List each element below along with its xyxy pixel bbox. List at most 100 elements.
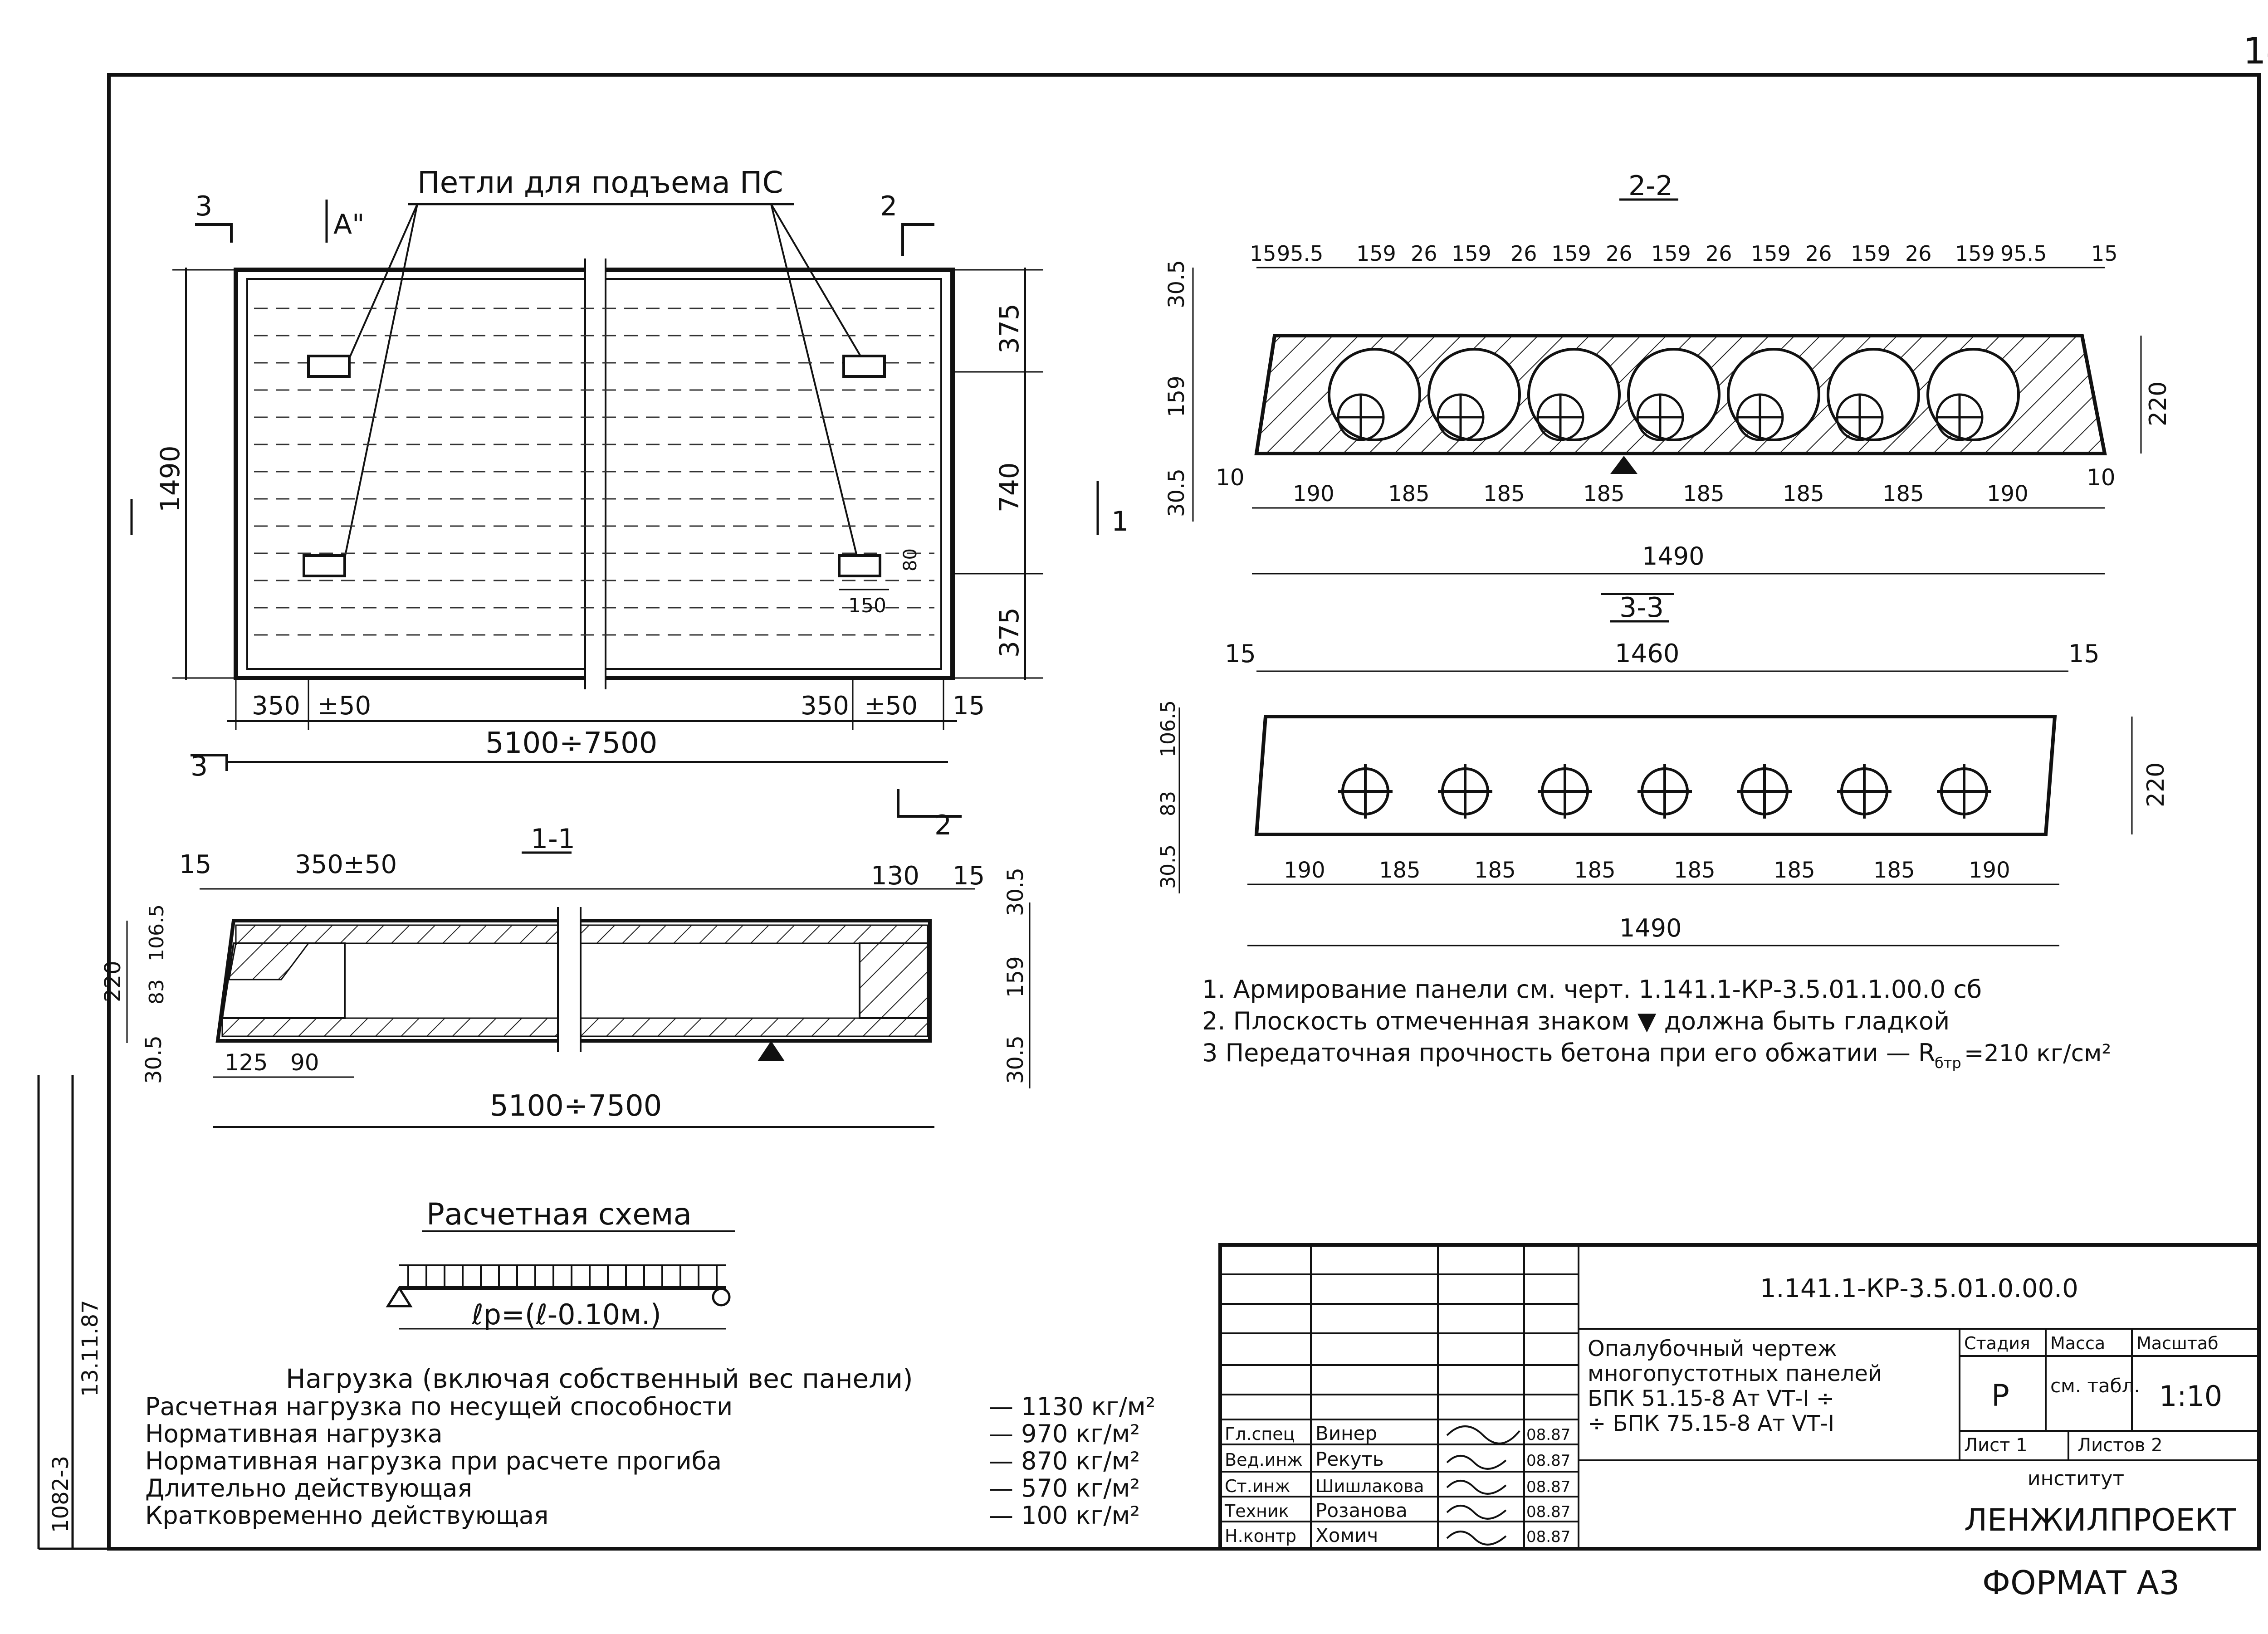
section-3-3: 3-3 15 1460 15 106.5 83 30.5 220 190 185… bbox=[1157, 592, 2170, 946]
s22-bottom-dim: 190 bbox=[1987, 481, 2028, 507]
s22-top-dim: 95.5 bbox=[2000, 241, 2047, 266]
sheet-frame bbox=[107, 73, 2261, 1551]
section-3-3-title: 3-3 bbox=[1619, 592, 1664, 624]
s22-top-dim: 159 bbox=[1452, 241, 1491, 266]
s33-bottom-dim: 185 bbox=[1574, 858, 1616, 883]
title-block: Гл.спец Винер 08.87 Вед.инж Рекуть 08.87… bbox=[1218, 1243, 2261, 1551]
s22-top-dim: 26 bbox=[1510, 241, 1537, 266]
s22-top-dim: 159 bbox=[1751, 241, 1791, 266]
s11-dim-90: 90 bbox=[290, 1049, 319, 1076]
stage-label: Стадия bbox=[1964, 1333, 2030, 1353]
format-label: ФОРМАТ А3 bbox=[1982, 1564, 2180, 1602]
view-arrow-a: А" bbox=[333, 209, 365, 240]
s22-left-dim-top: 30.5 bbox=[1164, 260, 1189, 308]
s33-bottom-dim: 185 bbox=[1474, 858, 1516, 883]
section-mark-1-right: 1 bbox=[1111, 506, 1129, 537]
signer-role: Ст.инж bbox=[1225, 1476, 1290, 1496]
lifting-loop bbox=[842, 355, 886, 378]
s11-dim-length: 5100÷7500 bbox=[490, 1089, 662, 1123]
s22-top-dim: 159 bbox=[1551, 241, 1591, 266]
signer-date: 08.87 bbox=[1526, 1478, 1570, 1496]
mass-value: см. табл. bbox=[2050, 1375, 2140, 1397]
s11-dim-106-5: 106.5 bbox=[145, 904, 168, 961]
plan-dim-loop-150: 150 bbox=[848, 594, 886, 617]
s22-top-dim: 15 bbox=[1250, 241, 1276, 266]
stage-value: Р bbox=[1991, 1378, 2009, 1413]
plan-dim-350-left: 350 bbox=[252, 691, 300, 721]
section-2-2-title: 2-2 bbox=[1628, 170, 1673, 202]
s33-left-dim-a: 106.5 bbox=[1157, 700, 1180, 757]
s11-dim-130: 130 bbox=[871, 861, 919, 891]
note-1: 1. Армирование панели см. черт. 1.141.1-… bbox=[1202, 975, 1982, 1004]
signer-date: 08.87 bbox=[1526, 1503, 1570, 1521]
load-value: — 970 кг/м² bbox=[989, 1419, 1140, 1448]
signer-name: Хомич bbox=[1315, 1524, 1378, 1546]
s33-bottom-dim: 185 bbox=[1774, 858, 1815, 883]
section-1-1-title: 1-1 bbox=[531, 823, 575, 855]
s22-top-dim: 159 bbox=[1651, 241, 1691, 266]
s22-bottom-dim: 185 bbox=[1388, 481, 1430, 507]
notes: 1. Армирование панели см. черт. 1.141.1-… bbox=[1202, 975, 2111, 1072]
s22-top-dim: 159 bbox=[1356, 241, 1396, 266]
signer-name: Шишлакова bbox=[1315, 1476, 1424, 1496]
s11-dim-83: 83 bbox=[145, 979, 168, 1005]
plan-dim-740: 740 bbox=[994, 462, 1025, 512]
doc-description-line: многопустотных панелей bbox=[1588, 1361, 1882, 1386]
s22-top-dim: 26 bbox=[1606, 241, 1633, 266]
s33-left-dim-c: 30.5 bbox=[1157, 844, 1180, 889]
doc-description-line: Опалубочный чертеж bbox=[1588, 1336, 1837, 1361]
margin-stamp-date: 13.11.87 bbox=[78, 1300, 103, 1397]
s33-bottom-dim: 190 bbox=[1969, 858, 2010, 883]
doc-description-line: ÷ БПК 75.15-8 Ат ⅤТ-Ⅰ bbox=[1588, 1411, 1834, 1436]
s11-dim-220: 220 bbox=[100, 961, 126, 1002]
note-3-value: =210 кг/см² bbox=[1964, 1040, 2111, 1067]
s33-dim-15-right: 15 bbox=[2068, 639, 2100, 668]
s33-width: 1490 bbox=[1619, 914, 1681, 942]
signer-date: 08.87 bbox=[1526, 1528, 1570, 1546]
s33-left-dim-b: 83 bbox=[1157, 791, 1180, 816]
s22-top-dim: 15 bbox=[2091, 241, 2118, 266]
load-value: — 100 кг/м² bbox=[989, 1501, 1140, 1530]
plan-dim-375-top: 375 bbox=[994, 303, 1025, 354]
signer-role: Гл.спец bbox=[1225, 1424, 1295, 1444]
signer-name: Розанова bbox=[1315, 1499, 1408, 1522]
plan-dim-15: 15 bbox=[953, 691, 985, 721]
s11-dim-350: 350±50 bbox=[295, 850, 397, 879]
lifting-loop bbox=[303, 554, 346, 577]
s22-top-dim: 159 bbox=[1955, 241, 1995, 266]
plan-dim-width: 1490 bbox=[155, 445, 186, 512]
section-2-2: 2-2 15 95.5 159 26 159 26 159 26 159 26 … bbox=[1164, 170, 2172, 575]
s22-left-10: 10 bbox=[1216, 464, 1245, 491]
note-2: 2. Плоскость отмеченная знаком ▼ должна … bbox=[1202, 1007, 1950, 1035]
plan-title: Петли для подъема ПС bbox=[417, 165, 783, 200]
s22-top-dim: 26 bbox=[1805, 241, 1832, 266]
institute-name: ЛЕНЖИЛПРОЕКТ bbox=[1964, 1502, 2236, 1538]
lifting-loop bbox=[838, 554, 881, 577]
s11-dim-30-5-top: 30.5 bbox=[1003, 868, 1028, 916]
s22-left-dim-mid: 159 bbox=[1164, 376, 1189, 417]
section-mark-2-top: 2 bbox=[880, 190, 897, 222]
s11-dim-15b: 15 bbox=[953, 861, 985, 891]
signer-date: 08.87 bbox=[1526, 1426, 1570, 1444]
scale-label: Масштаб bbox=[2136, 1333, 2219, 1353]
note-3: 3 Передаточная прочность бетона при его … bbox=[1202, 1039, 1936, 1067]
s22-bottom-dim: 185 bbox=[1683, 481, 1725, 507]
plan-dim-pm50-left: ±50 bbox=[318, 691, 371, 721]
signer-name: Рекуть bbox=[1315, 1448, 1384, 1470]
s22-bottom-dim: 185 bbox=[1483, 481, 1525, 507]
load-value: — 870 кг/м² bbox=[989, 1447, 1140, 1475]
load-value: — 570 кг/м² bbox=[989, 1474, 1140, 1502]
margin-stamp-inv: 1082-3 bbox=[48, 1456, 73, 1533]
s33-bottom-dim: 185 bbox=[1873, 858, 1915, 883]
s22-top-dim: 159 bbox=[1851, 241, 1891, 266]
s33-dim-15-left: 15 bbox=[1225, 639, 1256, 668]
s33-top-width: 1460 bbox=[1615, 639, 1680, 668]
load-label: Длительно действующая bbox=[145, 1474, 472, 1502]
doc-description-line: БПК 51.15-8 Ат ⅤТ-Ⅰ ÷ bbox=[1588, 1386, 1834, 1411]
section-mark-3-top: 3 bbox=[195, 190, 212, 222]
s11-dim-125: 125 bbox=[225, 1049, 268, 1076]
s22-bottom-dim: 185 bbox=[1783, 481, 1824, 507]
scheme-formula: ℓр=(ℓ-0.10м.) bbox=[471, 1298, 661, 1331]
s33-bottom-dim: 185 bbox=[1379, 858, 1421, 883]
load-value: — 1130 кг/м² bbox=[989, 1392, 1155, 1421]
